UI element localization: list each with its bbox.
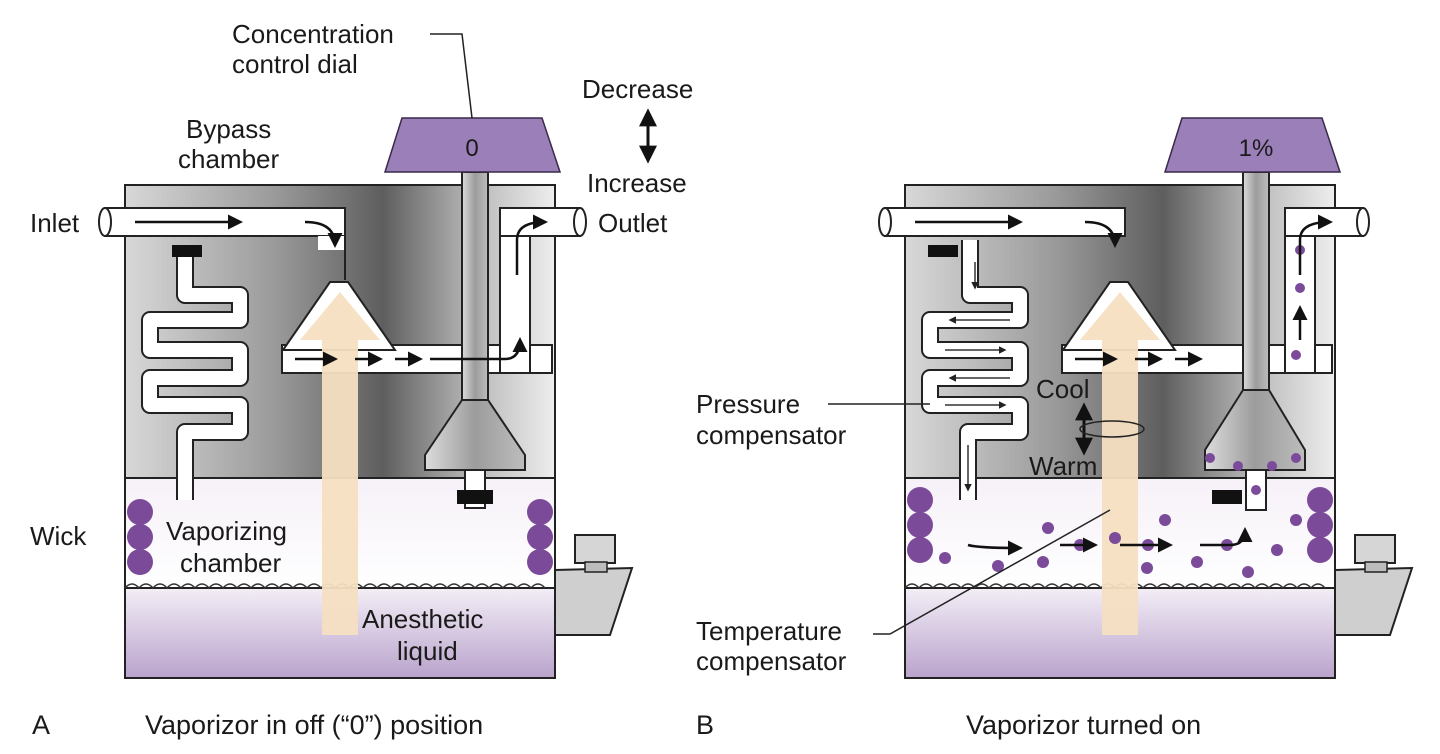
heat-arrow-b (1080, 292, 1160, 635)
filler-port-b (1334, 566, 1414, 636)
label-inlet: Inlet (30, 208, 80, 238)
dial-valve-stop (457, 490, 493, 504)
pressure-coil-b-inner (923, 240, 1027, 500)
inlet-opening (98, 207, 112, 237)
panel-b-caption: Vaporizor turned on (966, 710, 1201, 740)
wick-droplets-right-b (1307, 487, 1333, 563)
flow-arrows-a (135, 214, 548, 367)
label-anesthetic-line1: Anesthetic (362, 604, 483, 634)
filler-cap-neck-b (1364, 561, 1388, 573)
label-wick: Wick (30, 521, 87, 551)
label-cool: Cool (1036, 374, 1089, 404)
dial-value-b: 1% (1239, 135, 1274, 162)
panel-a-caption: Vaporizor in off (“0”) position (145, 710, 483, 740)
coil-valve-b (928, 245, 958, 257)
label-pressure-line1: Pressure (696, 389, 800, 419)
filler-port (554, 566, 634, 636)
label-anesthetic-line2: liquid (397, 636, 458, 666)
panel-b-vaporizer-on: 1% (696, 117, 1414, 740)
label-decrease: Decrease (582, 74, 693, 104)
label-pressure-line2: compensator (696, 420, 847, 450)
coil-valve (172, 245, 202, 257)
panel-a-letter: A (32, 710, 50, 740)
heat-arrow (300, 292, 380, 635)
wick-droplets-left-b (907, 487, 933, 563)
temperature-leader-line (873, 509, 1111, 635)
label-outlet: Outlet (598, 208, 668, 238)
flow-arrows-b (915, 214, 1333, 556)
dial-stem (461, 171, 489, 403)
dial-valve-funnel-b (1204, 389, 1306, 471)
bypass-channel (318, 236, 345, 250)
concentration-dial (383, 117, 562, 173)
coil-flow-arrows-b (945, 262, 1010, 492)
dial-valve-funnel (424, 399, 526, 471)
concentration-dial-b (1163, 117, 1342, 173)
wick-droplets-left (127, 499, 153, 575)
dial-stem-b (1242, 171, 1270, 393)
label-vaporizing-line1: Vaporizing (166, 516, 287, 546)
filler-cap (574, 534, 616, 564)
vapor-droplets-b (939, 245, 1305, 578)
filler-cap-neck (584, 561, 608, 573)
wick-droplets-right (527, 499, 553, 575)
label-increase: Increase (587, 168, 687, 198)
panel-a-vaporizer-off: 0 Concentration control dial Decrease In… (30, 19, 693, 740)
dial-value: 0 (465, 135, 478, 162)
label-temperature-line1: Temperature (696, 616, 842, 646)
rotation-indicator (1079, 420, 1145, 438)
label-warm: Warm (1029, 451, 1097, 481)
pressure-coil-inner (143, 255, 247, 500)
inlet-opening-b (878, 207, 892, 237)
label-bypass-line1: Bypass (186, 114, 271, 144)
label-concentration-line1: Concentration (232, 19, 394, 49)
outlet-opening-b (1356, 207, 1370, 237)
outlet-opening (573, 207, 587, 237)
label-vaporizing-line2: chamber (180, 548, 281, 578)
dial-valve-stop-b (1212, 490, 1242, 504)
panel-b-letter: B (696, 710, 714, 740)
concentration-leader-line (430, 33, 473, 119)
filler-cap-b (1354, 534, 1396, 564)
label-concentration-line2: control dial (232, 49, 358, 79)
label-bypass-line2: chamber (178, 144, 279, 174)
label-temperature-line2: compensator (696, 646, 847, 676)
